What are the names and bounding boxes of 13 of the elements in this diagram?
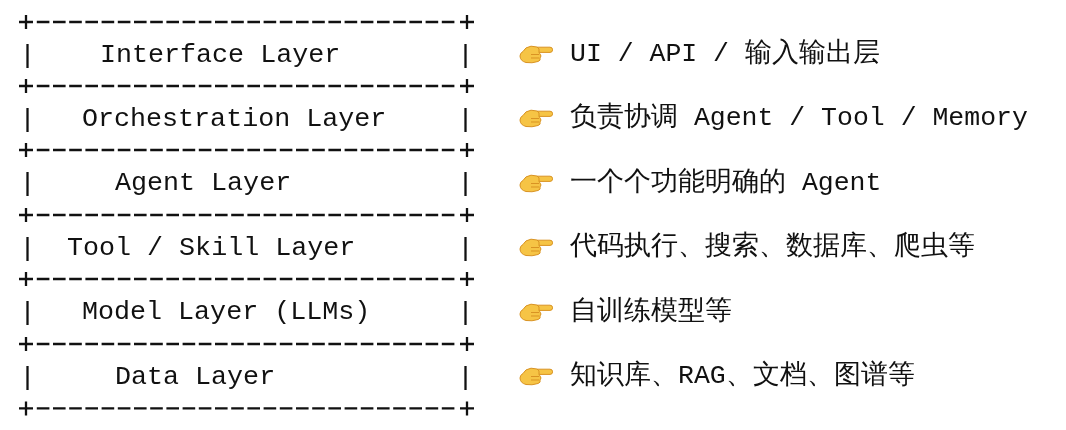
annotation-text: 负责协调 Agent / Tool / Memory	[570, 103, 1028, 134]
annotation-text: 代码执行、搜索、数据库、爬虫等	[570, 232, 975, 263]
annotation-text: UI / API / 输入输出层	[570, 39, 880, 69]
layer-box	[17, 334, 476, 417]
layer-label: Orchestration Layer	[82, 103, 387, 134]
annotation-text: 一个个功能明确的 Agent	[570, 167, 882, 198]
layer-label: Data Layer	[115, 361, 276, 392]
layer-label: Tool / Skill Layer	[67, 232, 356, 263]
annotation-text: 自训练模型等	[570, 296, 732, 327]
layer-label: Interface Layer	[100, 39, 341, 70]
layer-label: Agent Layer	[115, 168, 292, 199]
annotation-text: 知识库、RAG、文档、图谱等	[570, 361, 915, 391]
layer-label: Model Layer (LLMs)	[82, 297, 371, 328]
